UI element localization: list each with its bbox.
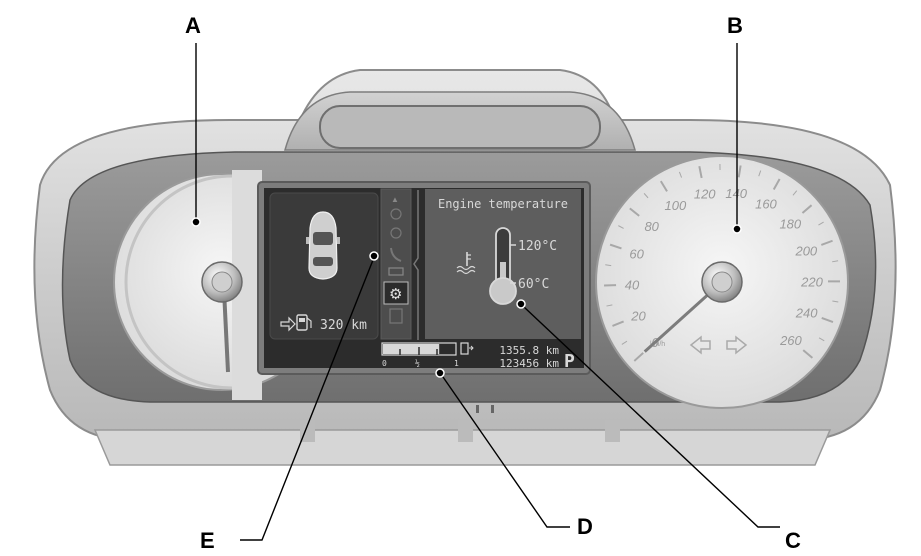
- phone-icon: [390, 247, 402, 262]
- callout-c: C: [785, 528, 801, 553]
- left-dial-knob-inner: [211, 271, 233, 293]
- speed-unit-label: km/h: [650, 341, 665, 348]
- leader-a-dot: [191, 217, 201, 227]
- turn-right-arrow-icon: [726, 335, 748, 355]
- fuel-full-label: 1: [454, 359, 459, 368]
- leader-d-dot: [435, 368, 445, 378]
- temp-low-label: 60°C: [518, 277, 549, 292]
- speedometer-tick: [821, 317, 834, 324]
- speedometer-tick-label: 260: [779, 333, 802, 348]
- leader-d: [442, 376, 570, 528]
- speedometer-tick-label: 80: [644, 219, 659, 234]
- speedometer-tick-label: 120: [694, 187, 716, 202]
- leader-e: [240, 259, 374, 541]
- car-top-view-icon: [306, 211, 340, 280]
- leader-e-dot: [369, 251, 379, 261]
- engine-temp-title: Engine temperature: [438, 197, 568, 211]
- speedometer-tick: [820, 239, 833, 246]
- thermometer-icon: [489, 227, 517, 305]
- speedometer-tick: [832, 260, 839, 263]
- speedometer-tick-label: 60: [629, 246, 644, 261]
- speedometer-tick-label: 40: [625, 278, 640, 293]
- fuel-door-icon: [460, 342, 474, 355]
- speedometer-tick-marks: [604, 164, 841, 362]
- fuel-half-label: ½: [415, 358, 420, 368]
- menu-icon-1: [390, 208, 402, 220]
- speedometer-tick: [792, 190, 798, 196]
- odometer-readout: 123456 km: [499, 357, 559, 370]
- callout-a: A: [185, 13, 201, 38]
- speedometer-tick: [818, 221, 824, 226]
- speedometer-tick-label: 240: [795, 306, 818, 321]
- callout-b: B: [727, 13, 743, 38]
- menu-icon-exit: [389, 308, 403, 324]
- left-dial-needle: [222, 289, 230, 373]
- speedometer-tick: [801, 204, 813, 214]
- range-readout: 320 km: [320, 318, 367, 333]
- lower-clip-2: [491, 405, 494, 413]
- gear-indicator: P: [564, 351, 575, 372]
- menu-up-arrow-icon: ▲: [391, 195, 399, 204]
- temp-high-label: 120°C: [518, 239, 557, 254]
- lower-tab-2: [458, 420, 473, 442]
- battery-icon: [388, 267, 404, 276]
- speedometer-tick-label: 200: [794, 244, 817, 259]
- lower-housing: [93, 429, 832, 466]
- callout-e: E: [200, 528, 215, 553]
- leader-lines: [191, 43, 780, 541]
- lower-tab-3: [605, 420, 620, 442]
- speedometer-tick: [737, 165, 742, 178]
- callout-d: D: [577, 514, 593, 539]
- menu-strip: [380, 188, 412, 340]
- speedometer-tick: [832, 300, 839, 303]
- speedometer-tick: [698, 166, 703, 179]
- speedometer-tick-label: 220: [800, 275, 823, 290]
- central-display: 320 km ▲ ⚙ Engine temperature 1: [257, 181, 591, 375]
- fuel-pump-icon: [280, 314, 312, 332]
- gear-icon: ⚙: [389, 286, 402, 303]
- speedometer-tick-label: 180: [779, 216, 801, 231]
- speedometer-tick: [606, 304, 613, 307]
- speedometer-tick: [758, 170, 762, 177]
- lower-clip-1: [476, 405, 479, 413]
- speedometer-tick: [605, 264, 612, 267]
- speedometer-tick: [629, 207, 640, 217]
- fuel-empty-label: 0: [382, 359, 387, 368]
- speedometer-tick-label: 100: [664, 198, 686, 213]
- menu-selected: [383, 281, 409, 305]
- speedometer-tick-label: 20: [630, 308, 646, 323]
- speedometer-b: 020406080100120140160180200220240260 km/…: [595, 155, 849, 409]
- leader-b-dot: [732, 224, 742, 234]
- speedometer-tick: [643, 193, 649, 199]
- speedometer-tick: [659, 180, 668, 192]
- leader-c-dot: [516, 299, 526, 309]
- speedometer-tick: [612, 320, 624, 327]
- speedometer-tick: [618, 225, 624, 229]
- speedometer-tick: [633, 352, 644, 362]
- speedometer-tick: [802, 349, 814, 359]
- menu-icon-2: [390, 227, 402, 239]
- speedometer-tick: [609, 243, 622, 250]
- fuel-gauge: 0 ½ 1: [381, 342, 459, 368]
- turn-left-arrow-icon: [689, 335, 711, 355]
- panel-separator: [413, 190, 419, 340]
- speedometer-tick: [818, 337, 825, 342]
- speedometer-tick-label: 160: [755, 196, 777, 211]
- leader-c: [523, 306, 780, 528]
- fuel-gauge-fill: [383, 344, 440, 354]
- speedometer-tick: [772, 178, 781, 190]
- trip-readout: 1355.8 km: [499, 344, 559, 357]
- coolant-temperature-icon: [456, 252, 476, 275]
- speedometer-tick: [678, 171, 683, 178]
- left-dial-arc: [124, 174, 233, 390]
- speedometer-knob-inner: [711, 271, 733, 293]
- speedometer-tick: [621, 340, 628, 345]
- visor-window: [319, 105, 601, 149]
